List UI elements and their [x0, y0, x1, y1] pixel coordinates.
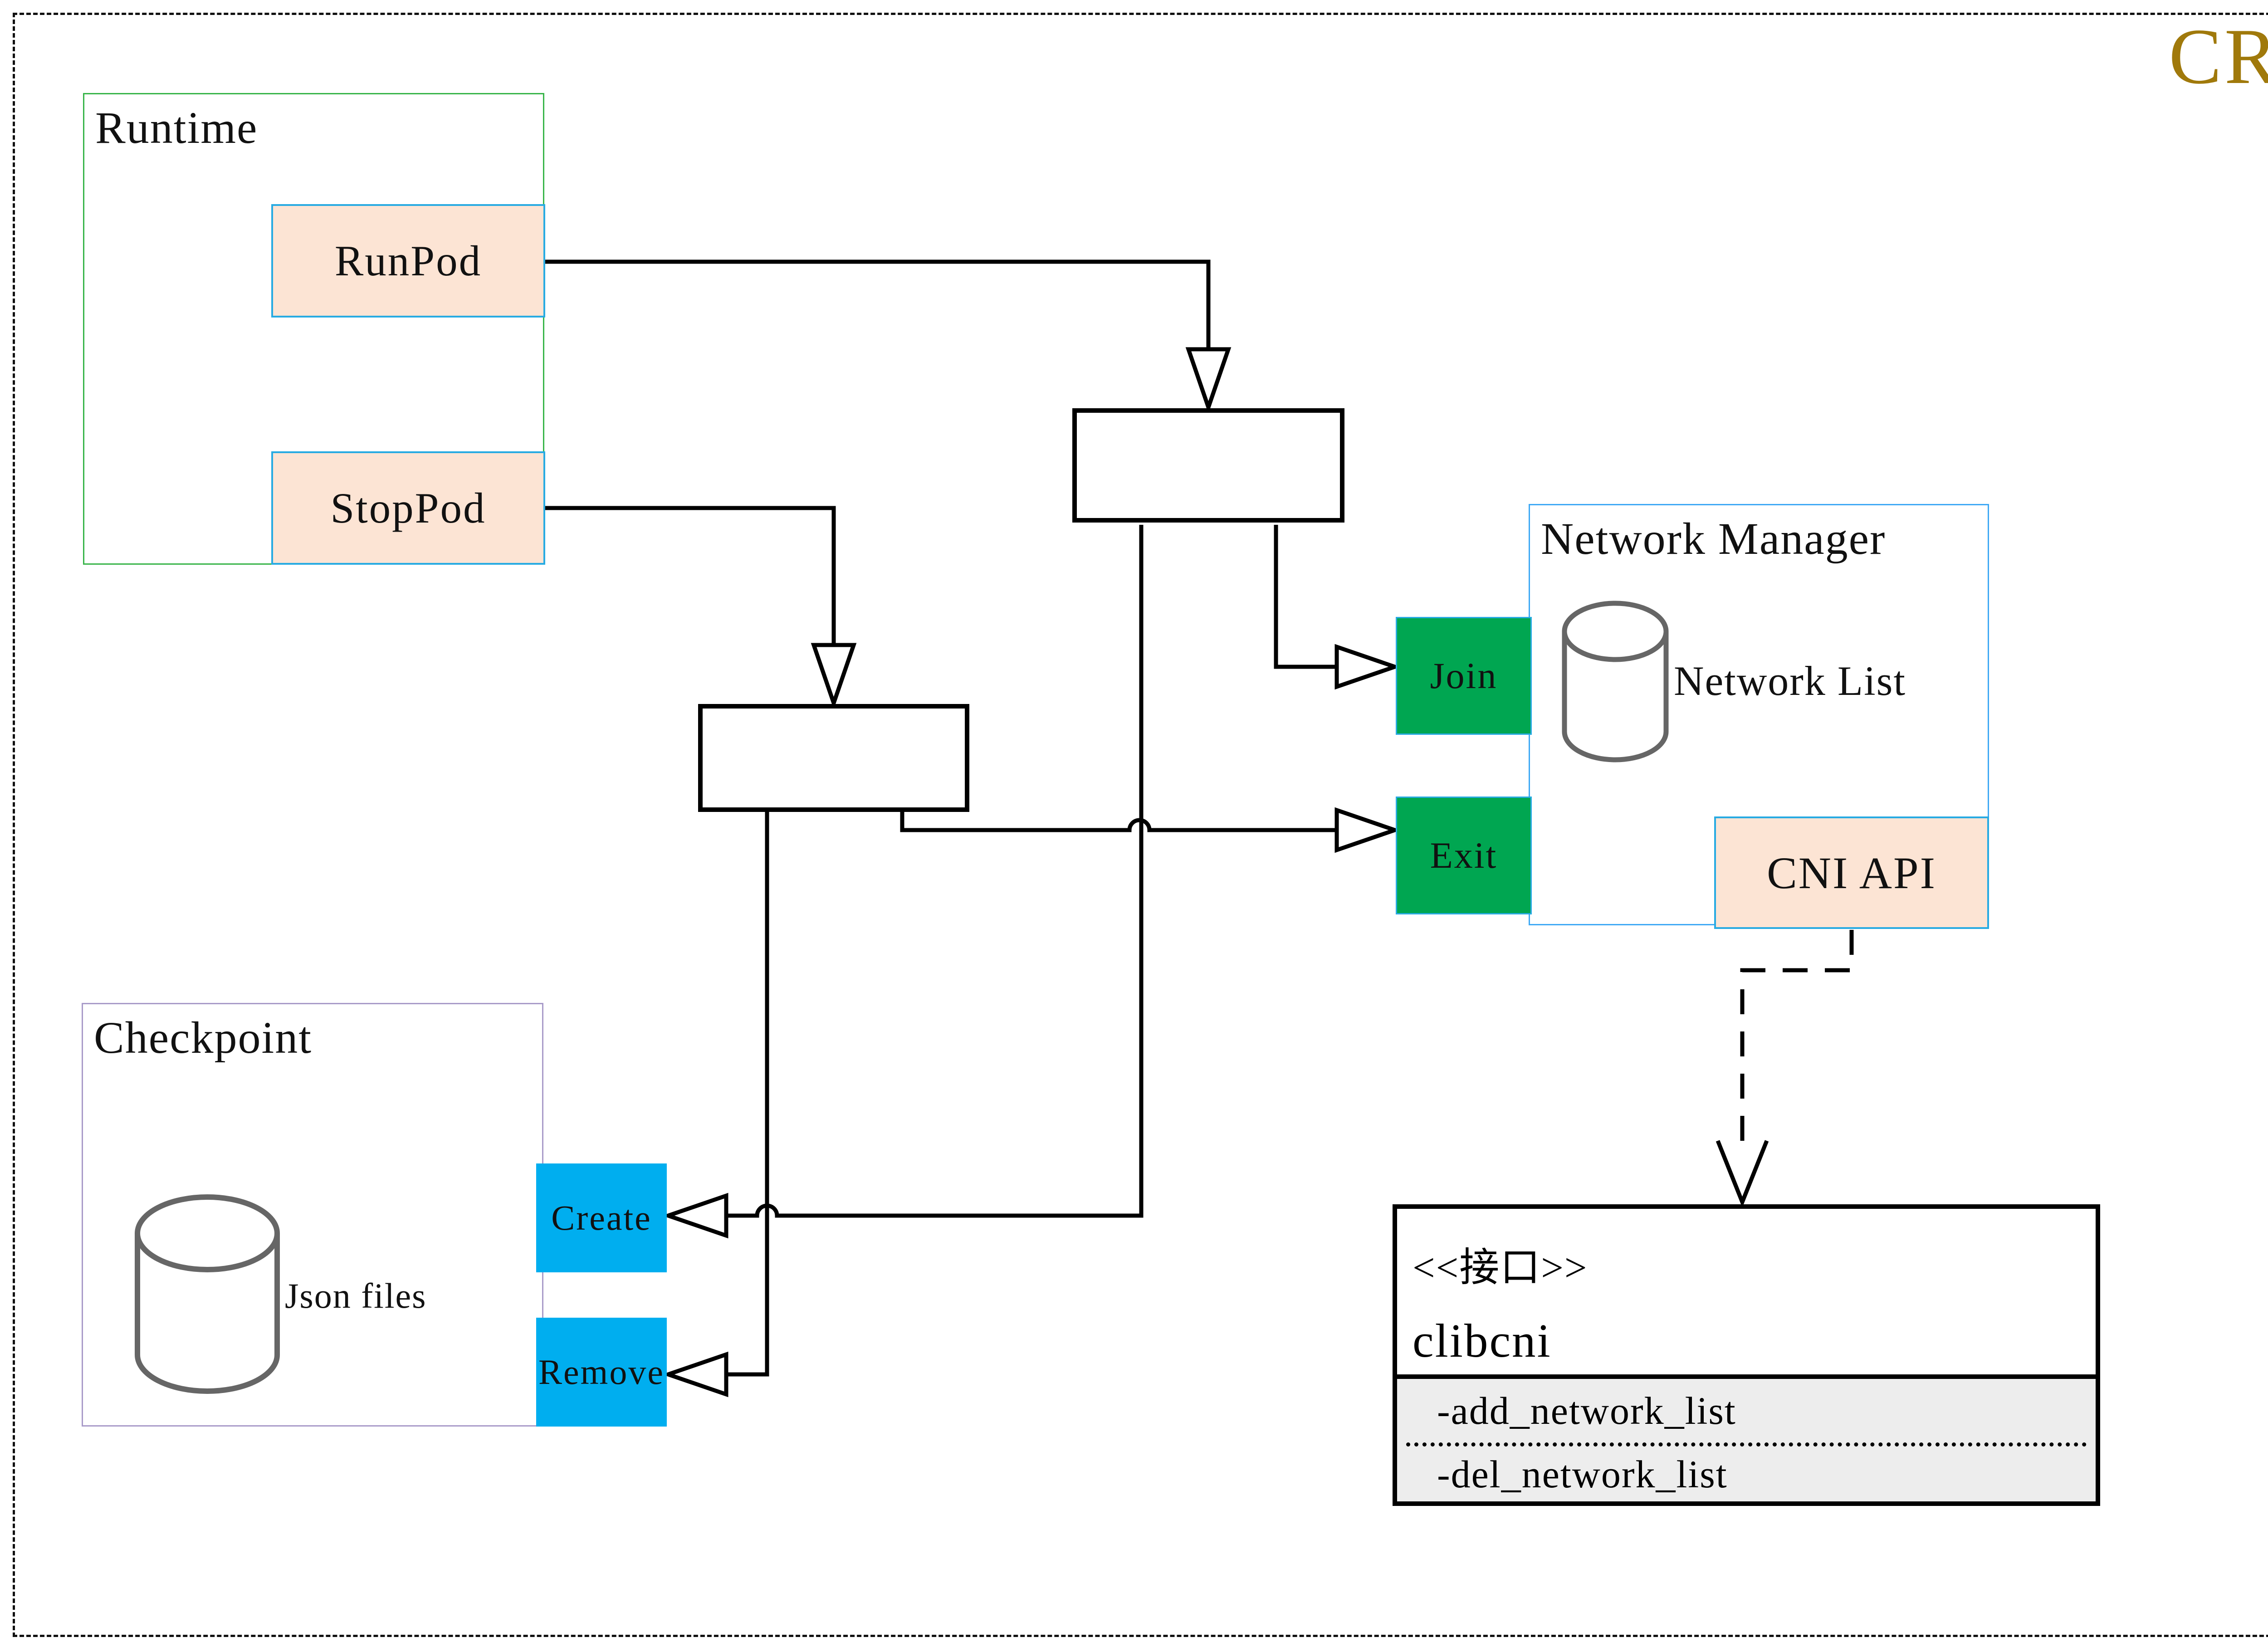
stoppod-node: StopPod	[271, 451, 545, 565]
runpod-node: RunPod	[271, 204, 545, 318]
connector-process1-to-create	[727, 525, 1144, 1218]
arrowhead-right-join-icon	[1334, 644, 1401, 690]
remove-node: Remove	[536, 1318, 667, 1427]
json-files-label: Json files	[285, 1276, 427, 1315]
method-add-network-list: -add_network_list	[1437, 1389, 1736, 1432]
cni-api-label: CNI API	[1767, 847, 1936, 898]
clibcni-interface-box: <<接口>> clibcni -add_network_list -del_ne…	[1393, 1204, 2100, 1506]
cni-api-node: CNI API	[1714, 816, 1989, 929]
connector-stoppod-to-process2	[545, 506, 836, 645]
method-del-network-list: -del_network_list	[1437, 1452, 1728, 1496]
create-node: Create	[536, 1163, 667, 1272]
create-label: Create	[551, 1198, 652, 1237]
connector-process2-to-exit	[900, 810, 1336, 832]
arrowhead-right-exit-icon	[1334, 807, 1401, 853]
remove-label: Remove	[538, 1352, 665, 1392]
join-node: Join	[1396, 617, 1532, 735]
arrowhead-left-remove-icon	[662, 1351, 728, 1398]
runtime-title: Runtime	[95, 103, 258, 153]
network-manager-title: Network Manager	[1541, 513, 1886, 564]
interface-name: clibcni	[1413, 1314, 1552, 1367]
outer-dashed-border	[13, 13, 2268, 1637]
exit-node: Exit	[1396, 797, 1532, 914]
diagram-title: CRI	[2169, 12, 2268, 100]
network-list-database-icon	[1562, 601, 1669, 762]
join-label: Join	[1430, 655, 1498, 696]
runpod-label: RunPod	[334, 237, 482, 285]
json-files-database-icon	[135, 1194, 280, 1394]
dependency-open-arrowhead-icon	[1716, 1140, 1769, 1208]
connector-process2-to-remove	[727, 810, 769, 1377]
checkpoint-title: Checkpoint	[94, 1012, 313, 1063]
stoppod-label: StopPod	[330, 484, 486, 532]
checkpoint-box: Checkpoint	[82, 1003, 543, 1427]
process-rect-runpod	[1072, 408, 1344, 523]
connector-process1-to-join	[1274, 525, 1336, 669]
arrowhead-left-create-icon	[662, 1192, 728, 1239]
method-row: -add_network_list	[1397, 1379, 2096, 1442]
connector-runpod-to-process1	[545, 259, 1211, 349]
arrowhead-down-process1-icon	[1185, 347, 1232, 414]
clibcni-header-section: <<接口>> clibcni	[1397, 1209, 2096, 1374]
clibcni-methods-section: -add_network_list -del_network_list	[1397, 1374, 2096, 1501]
arrowhead-down-process2-icon	[811, 643, 857, 709]
exit-label: Exit	[1430, 835, 1498, 876]
connector-cniapi-to-clibcni-dashed	[1740, 930, 1854, 1154]
network-list-label: Network List	[1674, 658, 1906, 704]
method-row: -del_network_list	[1397, 1442, 2096, 1506]
interface-stereotype: <<接口>>	[1413, 1246, 1588, 1290]
process-rect-stoppod	[698, 704, 969, 812]
methods-dotted-divider	[1406, 1442, 2087, 1447]
